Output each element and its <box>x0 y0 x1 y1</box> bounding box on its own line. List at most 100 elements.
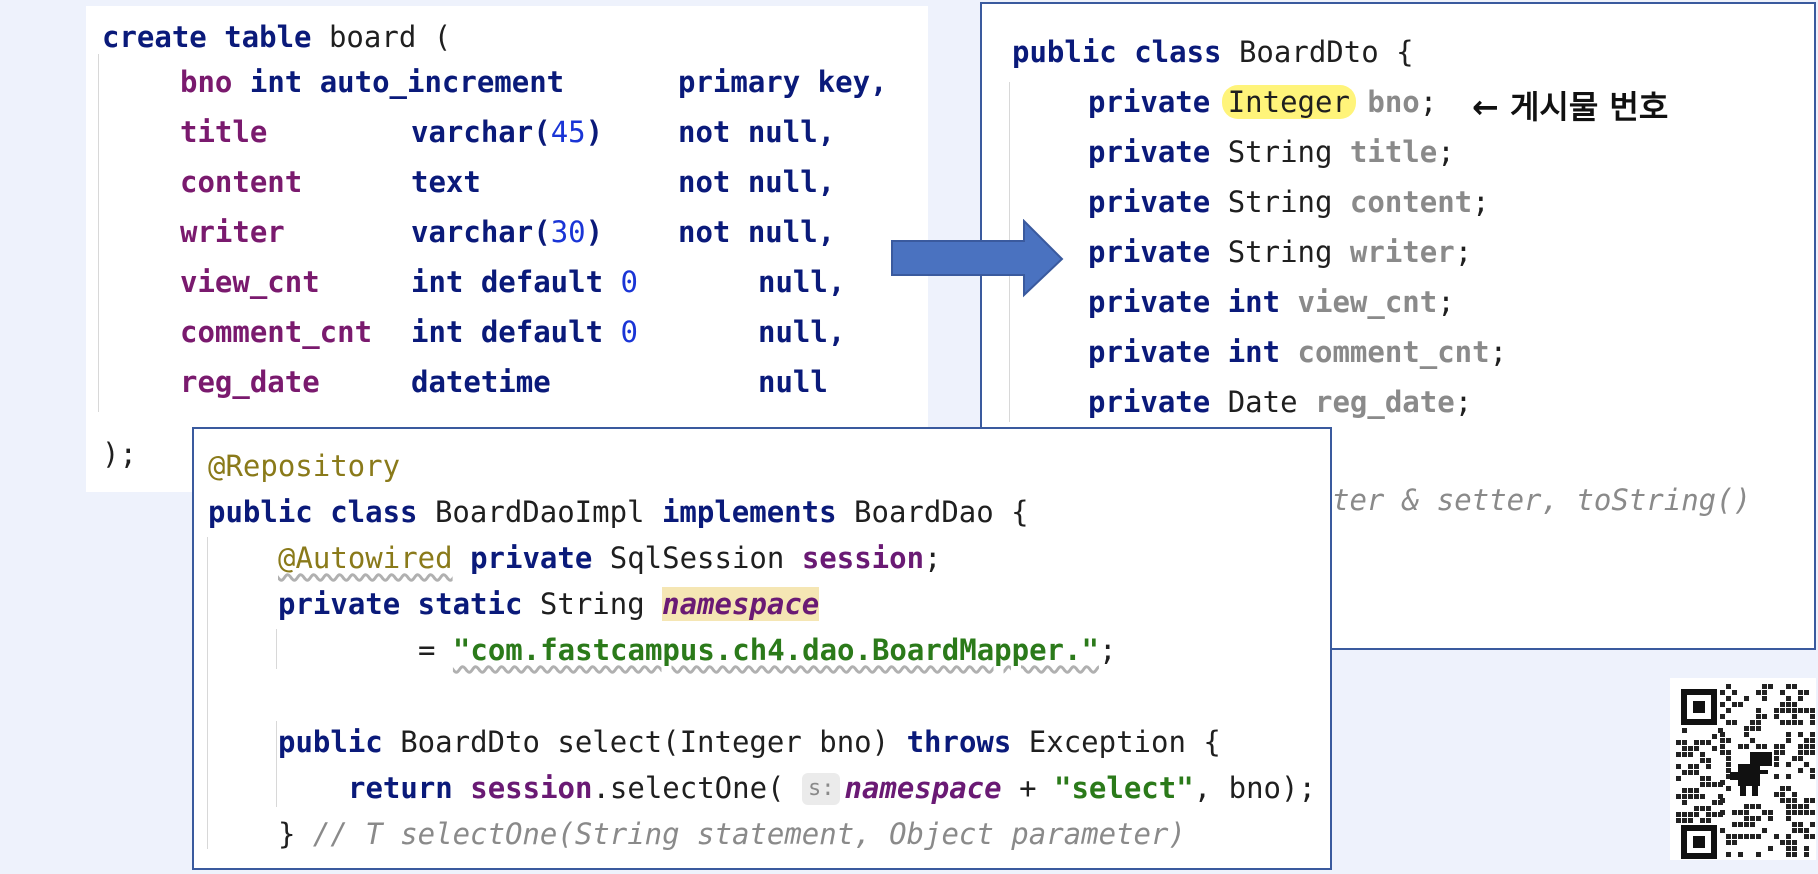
java-keyword: throws <box>906 725 1012 759</box>
qr-module <box>1768 810 1773 815</box>
qr-module <box>1750 738 1755 743</box>
qr-module <box>1694 794 1699 799</box>
field-type: String <box>1227 235 1333 269</box>
qr-module <box>1720 744 1725 749</box>
qr-module <box>1706 806 1711 811</box>
code-line: return session.selectOne( s:namespace + … <box>348 768 1316 808</box>
qr-module <box>1706 776 1711 781</box>
qr-module <box>1786 786 1791 791</box>
qr-module <box>1756 708 1761 713</box>
field-type: String <box>1227 185 1333 219</box>
code-line: int default 0 <box>411 262 638 302</box>
qr-module <box>1774 756 1779 761</box>
qr-module <box>1774 834 1779 839</box>
qr-module <box>1744 810 1749 815</box>
code-line: view_cnt <box>180 262 320 302</box>
qr-module <box>1700 782 1705 787</box>
qr-module <box>1750 720 1755 725</box>
qr-module <box>1750 834 1755 839</box>
code-line: public class BoardDto { <box>1012 32 1414 72</box>
code-line: null, <box>758 262 845 302</box>
code-line: public BoardDto select(Integer bno) thro… <box>278 722 1221 762</box>
qr-module <box>1792 846 1797 851</box>
default-value: 0 <box>620 315 638 349</box>
qr-module <box>1694 746 1699 751</box>
column-name: content <box>180 165 303 199</box>
qr-module <box>1804 810 1809 815</box>
column-type: int default <box>411 315 621 349</box>
qr-module <box>1738 834 1743 839</box>
qr-module <box>1792 702 1797 707</box>
qr-module <box>1726 768 1731 773</box>
qr-module <box>1676 764 1681 769</box>
qr-module <box>1786 810 1791 815</box>
qr-module <box>1798 756 1803 761</box>
qr-module <box>1706 812 1711 817</box>
qr-module <box>1798 696 1803 701</box>
qr-module <box>1738 810 1743 815</box>
indent-guide <box>276 629 277 669</box>
code-line: datetime <box>411 362 551 402</box>
field-line: private int comment_cnt; <box>1088 332 1507 372</box>
qr-module <box>1810 774 1815 779</box>
qr-module <box>1798 708 1803 713</box>
qr-module <box>1720 750 1725 755</box>
field-type: String <box>1227 135 1333 169</box>
plus-operator: + <box>1001 771 1054 805</box>
qr-module <box>1786 732 1791 737</box>
qr-module <box>1744 804 1749 809</box>
type-length: 45 <box>550 115 586 149</box>
column-constraint: not null, <box>678 215 836 249</box>
qr-module <box>1762 684 1767 689</box>
static-field-name: namespace <box>844 771 1002 805</box>
qr-module <box>1774 762 1779 767</box>
semicolon: ; <box>1437 135 1455 169</box>
type-name: String <box>522 587 663 621</box>
field-line: private String content; <box>1088 182 1490 222</box>
column-type: varchar( <box>411 115 551 149</box>
qr-module <box>1768 846 1773 851</box>
qr-module <box>1792 708 1797 713</box>
qr-module <box>1762 696 1767 701</box>
semicolon: ; <box>1098 633 1117 667</box>
qr-module <box>1726 834 1731 839</box>
field-type: int <box>1227 335 1281 369</box>
code-comment: // T selectOne(String statement, Object … <box>312 817 1186 851</box>
default-value: 0 <box>620 265 638 299</box>
qr-module <box>1726 786 1731 791</box>
qr-module <box>1756 804 1761 809</box>
qr-module <box>1810 720 1815 725</box>
qr-finder <box>1681 689 1717 725</box>
field-name: title <box>1349 135 1438 169</box>
qr-module <box>1768 684 1773 689</box>
qr-module <box>1792 714 1797 719</box>
semicolon: ; <box>1454 385 1473 419</box>
column-constraint: null, <box>758 315 846 349</box>
qr-module <box>1726 756 1731 761</box>
field-name: session <box>801 541 925 575</box>
code-line: primary key, <box>678 62 888 102</box>
qr-module <box>1694 764 1699 769</box>
code-line: @Autowired private SqlSession session; <box>278 538 942 578</box>
qr-module <box>1810 810 1815 815</box>
code-line: title <box>180 112 267 152</box>
field-line: private int view_cnt; <box>1088 282 1455 322</box>
qr-module <box>1810 834 1815 839</box>
field-type: Integer <box>1221 85 1356 119</box>
qr-module <box>1810 708 1815 713</box>
column-constraint: not null, <box>678 115 836 149</box>
qr-module <box>1774 750 1779 755</box>
column-constraint: null <box>758 365 828 399</box>
column-name: bno <box>180 65 233 99</box>
qr-module <box>1768 816 1773 821</box>
type-close: ) <box>585 215 604 249</box>
string-literal: "select" <box>1054 771 1194 805</box>
qr-module <box>1720 690 1725 695</box>
semicolon: ; <box>1489 335 1508 369</box>
field-name: reg_date <box>1315 385 1455 419</box>
qr-module <box>1750 822 1755 827</box>
code-line: private static String namespace <box>278 584 820 624</box>
qr-module <box>1700 806 1705 811</box>
qr-module <box>1706 758 1711 763</box>
qr-module <box>1780 702 1785 707</box>
